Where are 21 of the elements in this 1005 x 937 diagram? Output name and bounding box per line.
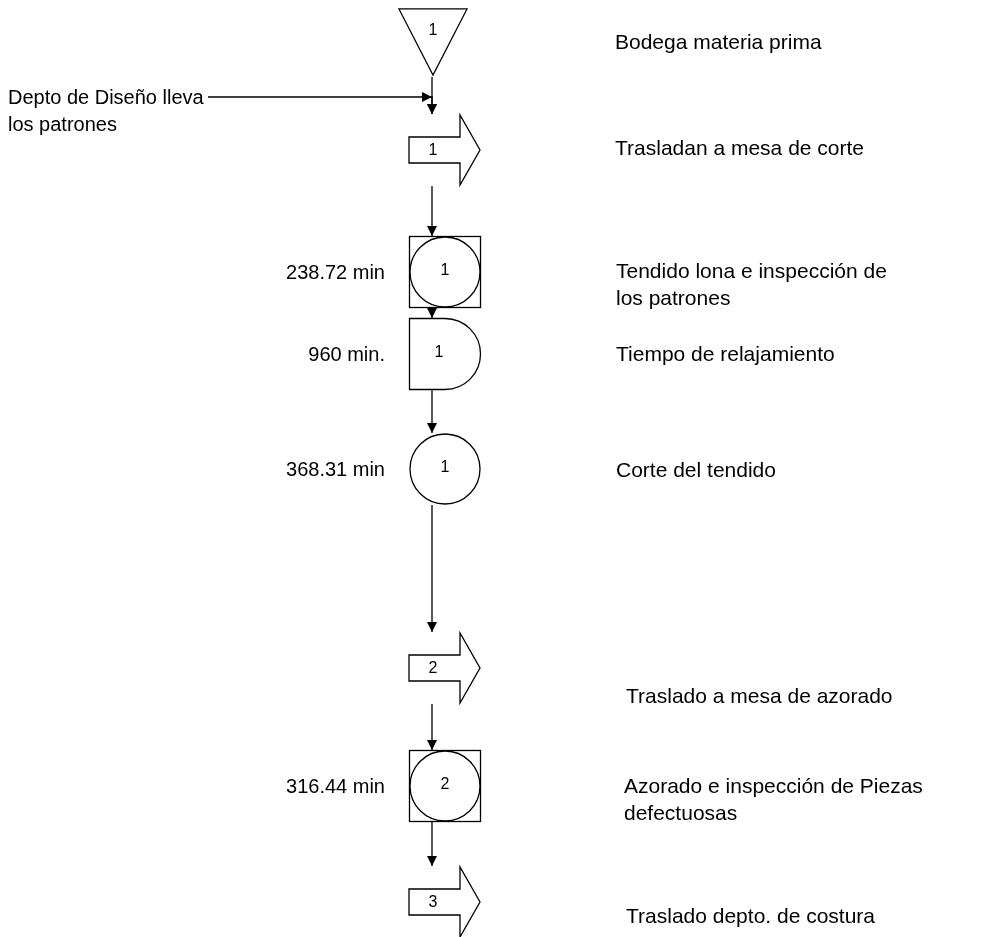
step-description: Azorado e inspección de Piezas defectuosas [624,773,924,826]
time-label: 316.44 min [286,773,385,799]
step-number: 2 [440,776,450,792]
step-number: 1 [434,344,444,360]
time-label: 960 min. [308,341,385,367]
step-description: Tiempo de relajamiento [616,341,836,367]
step-number: 1 [440,459,450,475]
time-label: 238.72 min [286,259,385,285]
step-description: Trasladan a mesa de corte [615,135,866,161]
step-description: Corte del tendido [616,457,777,483]
step-number: 1 [428,142,438,158]
step-description: Bodega materia prima [615,29,823,55]
step-number: 1 [428,22,438,38]
step-description: Tendido lona e inspección de los patrones [616,258,888,311]
step-description: Traslado depto. de costura [626,903,877,929]
step-number: 2 [428,660,438,676]
time-label: 368.31 min [286,456,385,482]
step-description: Traslado a mesa de azorado [626,683,894,709]
step-number: 3 [428,894,438,910]
step-number: 1 [440,262,450,278]
source-note: Depto de Diseño lleva los patrones [8,85,205,137]
